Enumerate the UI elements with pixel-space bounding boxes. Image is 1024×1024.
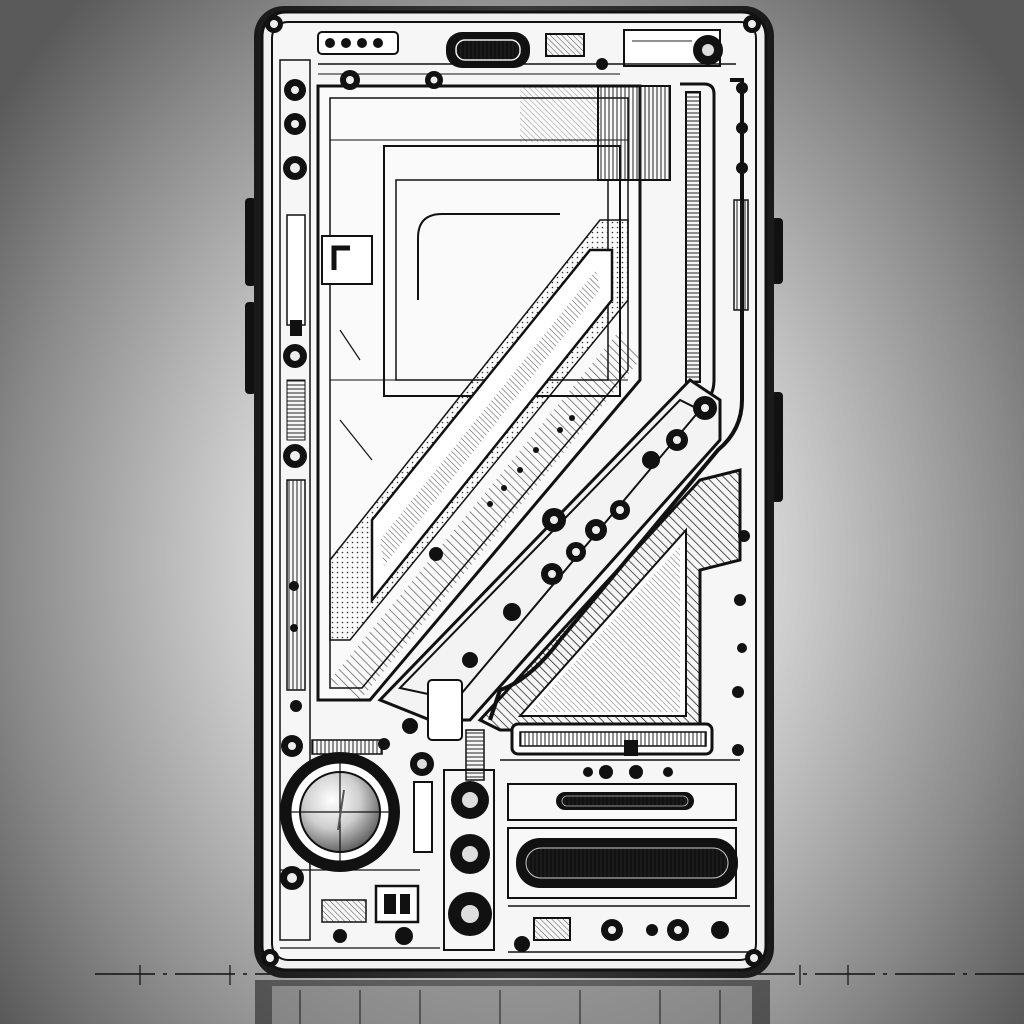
trace-node [462,652,478,668]
diagonal-trace [377,378,742,732]
bus-bar [500,722,740,779]
screen-panel [316,84,671,702]
ground-line [95,965,1024,985]
floor-reflection [255,980,770,1024]
left-side-button-lower [245,302,256,394]
left-rail [279,59,311,941]
trace-node [642,451,660,469]
trace-node [429,547,443,561]
port-column [427,679,495,951]
left-side-button-upper [245,198,256,286]
bottom-speakers [507,783,738,899]
bottom-connectors [508,905,750,953]
bottom-left-parts [280,781,530,952]
round-dial [280,718,434,872]
solder-dots [289,58,750,712]
top-strip [317,29,736,75]
trace-node [503,603,521,621]
